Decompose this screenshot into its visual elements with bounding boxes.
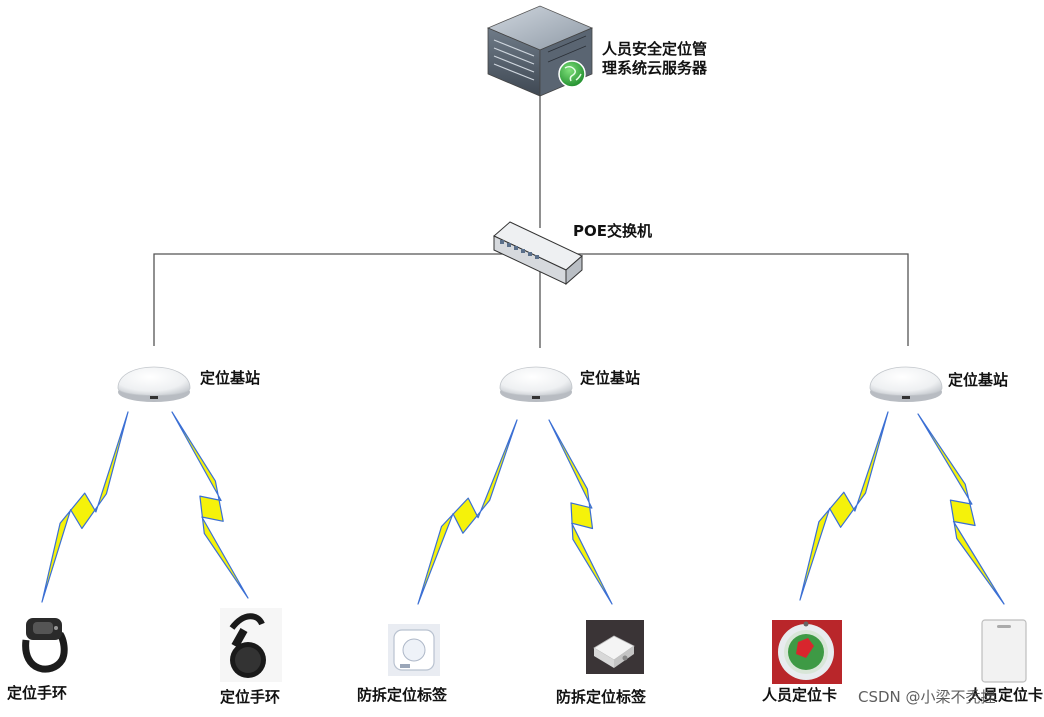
- base-station-label-right: 定位基站: [948, 371, 1009, 389]
- device-label-tag-1: 防拆定位标签: [357, 686, 448, 704]
- device-wristband-1: [22, 618, 68, 673]
- server-label: 人员安全定位管 理系统云服务器: [602, 40, 752, 78]
- server-globe-icon: [486, 5, 594, 97]
- device-tag-1: [388, 624, 440, 676]
- server-label-line2: 理系统云服务器: [602, 58, 708, 77]
- device-label-wristband-2: 定位手环: [220, 688, 281, 706]
- watermark: CSDN @小梁不秃捏: [858, 688, 996, 706]
- base-station-left: [117, 366, 191, 402]
- cloud-server: [486, 5, 594, 97]
- device-label-card-1: 人员定位卡: [762, 686, 838, 704]
- base-station-icon: [117, 366, 191, 402]
- lightning-bolt-icon: [799, 411, 889, 601]
- device-card-1: [772, 620, 842, 684]
- badge-card-icon: [772, 620, 842, 684]
- tamper-tag-icon: [388, 624, 440, 676]
- network-switch-icon: [493, 221, 583, 286]
- device-tag-2: [586, 620, 644, 674]
- device-label-wristband-1: 定位手环: [7, 684, 68, 702]
- base-station-icon: [869, 366, 943, 402]
- switch-label: POE交换机: [573, 222, 652, 240]
- lightning-bolt-icon: [417, 419, 518, 605]
- device-label-tag-2: 防拆定位标签: [556, 688, 647, 706]
- wireless-links: [41, 411, 1005, 605]
- base-station-label-center: 定位基站: [580, 369, 641, 387]
- lightning-bolt-icon: [171, 411, 249, 599]
- base-station-center: [499, 366, 573, 402]
- lightning-bolt-icon: [548, 419, 613, 605]
- wristband-icon: [220, 608, 282, 682]
- lightning-bolt-icon: [41, 411, 129, 603]
- poe-switch: [493, 221, 583, 286]
- device-card-2: [981, 619, 1027, 683]
- server-label-line1: 人员安全定位管: [602, 40, 708, 58]
- connection-lines: [153, 95, 909, 348]
- base-station-right: [869, 366, 943, 402]
- tamper-tag-icon: [586, 620, 644, 674]
- badge-card-icon: [981, 619, 1027, 683]
- device-wristband-2: [220, 608, 282, 682]
- device-label-card-2: 人员定位卡: [968, 686, 1044, 704]
- base-station-icon: [499, 366, 573, 402]
- lightning-bolt-icon: [917, 413, 1005, 605]
- base-station-label-left: 定位基站: [200, 369, 261, 387]
- wristband-icon: [22, 618, 68, 673]
